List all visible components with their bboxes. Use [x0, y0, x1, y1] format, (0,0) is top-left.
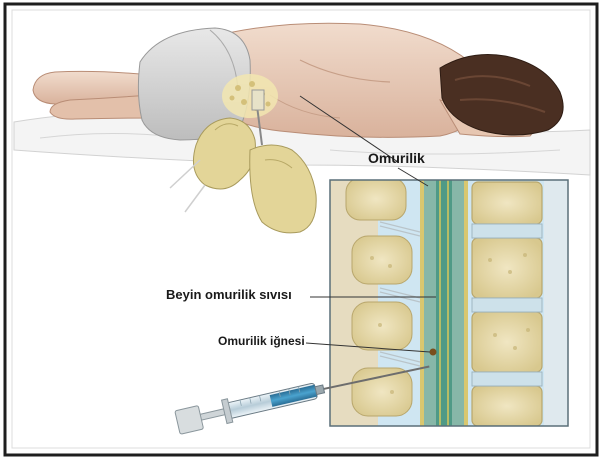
spine-cross-section: [330, 178, 568, 426]
puncture-site: [222, 74, 278, 118]
needle-label: Omurilik iğnesi: [218, 334, 305, 348]
csf-label: Beyin omurilik sıvısı: [166, 287, 292, 302]
spinal-cord-label: Omurilik: [368, 150, 425, 166]
